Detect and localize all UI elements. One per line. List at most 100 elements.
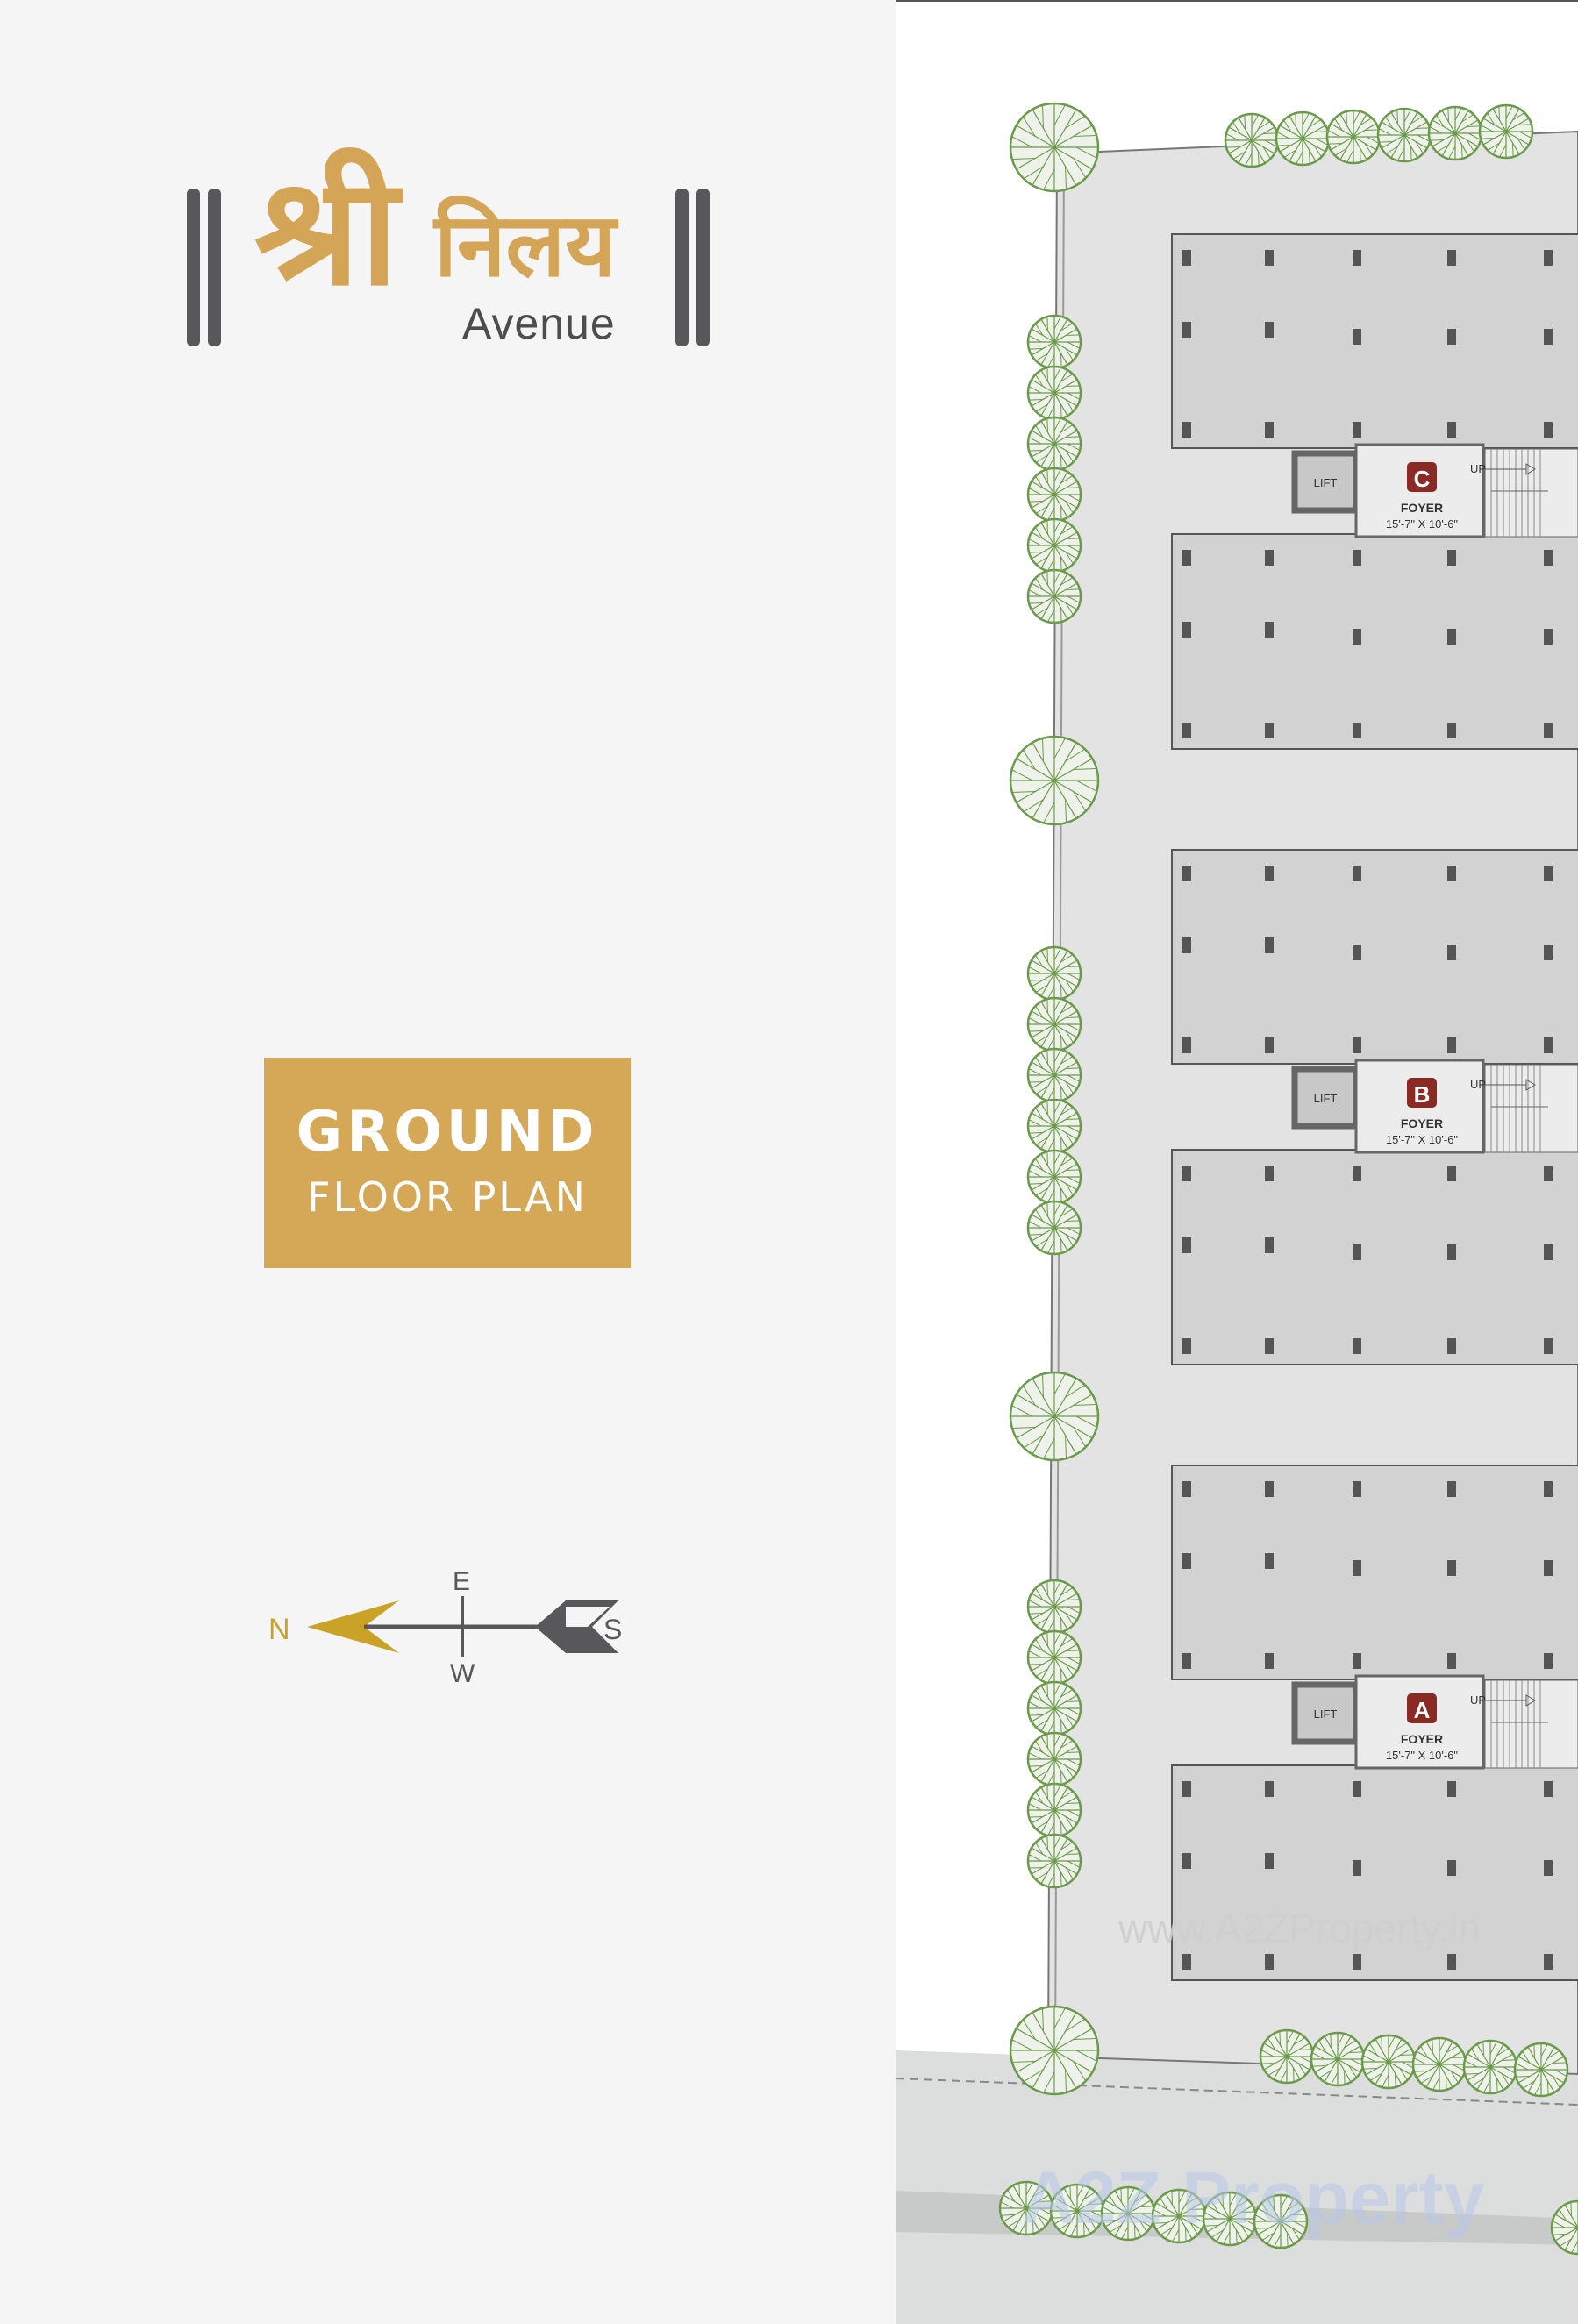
column — [1353, 629, 1361, 645]
column — [1265, 1553, 1274, 1569]
wing-letter: A — [1414, 1697, 1431, 1723]
project-logo: श्री निलय Avenue — [180, 158, 715, 360]
plan-title-line1: GROUND — [296, 1100, 599, 1165]
column — [1447, 329, 1456, 345]
column — [1265, 1166, 1274, 1181]
column — [1447, 1244, 1456, 1260]
column — [1544, 422, 1553, 438]
column — [1182, 1553, 1191, 1569]
lift-shaft — [1291, 450, 1360, 514]
column — [1544, 1244, 1553, 1260]
column — [1353, 1560, 1361, 1576]
column — [1447, 250, 1456, 266]
column — [1182, 422, 1191, 438]
column — [1265, 622, 1274, 638]
column — [1182, 622, 1191, 638]
column — [1182, 1653, 1191, 1669]
staircase — [1484, 1064, 1578, 1153]
column — [1353, 329, 1361, 345]
tree-icon — [1026, 945, 1082, 1002]
lift-label: LIFT — [1314, 476, 1338, 489]
column — [1265, 866, 1274, 881]
staircase — [1484, 448, 1578, 538]
column — [1353, 1860, 1361, 1876]
column — [1182, 1037, 1191, 1053]
tree-icon — [1275, 110, 1331, 167]
tree-icon — [1026, 1731, 1082, 1787]
column — [1265, 550, 1274, 566]
column — [1353, 866, 1361, 881]
logo-bar — [675, 189, 689, 346]
column — [1544, 1166, 1553, 1181]
column — [1265, 1338, 1274, 1354]
column — [1447, 1037, 1456, 1053]
column — [1182, 937, 1191, 953]
column — [1447, 945, 1456, 960]
column — [1353, 1166, 1361, 1181]
column — [1544, 723, 1553, 738]
column — [1353, 1338, 1361, 1354]
foyer-label: FOYER — [1401, 501, 1443, 515]
column — [1447, 723, 1456, 738]
watermark-logo: A2Z Property — [1022, 2156, 1485, 2239]
column — [1447, 866, 1456, 881]
logo-nilay: निलय — [434, 194, 617, 296]
tree-icon — [1478, 103, 1534, 160]
tree-icon — [1026, 365, 1082, 421]
tree-icon — [1513, 2042, 1569, 2098]
tree-icon — [1026, 1833, 1082, 1889]
tree-icon — [1411, 2036, 1467, 2092]
column — [1447, 629, 1456, 645]
column — [1265, 1481, 1274, 1497]
column — [1447, 1653, 1456, 1669]
column — [1353, 1481, 1361, 1497]
column — [1544, 1037, 1553, 1053]
column — [1353, 422, 1361, 438]
column — [1265, 1954, 1274, 1970]
tree-icon — [1026, 1149, 1082, 1205]
column — [1353, 1037, 1361, 1053]
logo-bar — [208, 189, 221, 346]
column — [1447, 1338, 1456, 1354]
foyer-label: FOYER — [1401, 1116, 1443, 1130]
compass-south: S — [603, 1614, 622, 1645]
north-arrow — [307, 1600, 399, 1653]
staircase — [1484, 1679, 1578, 1769]
column — [1353, 945, 1361, 960]
tree-icon — [1026, 467, 1082, 523]
lift-label: LIFT — [1314, 1092, 1338, 1105]
foyer-label: FOYER — [1401, 1732, 1443, 1746]
column — [1182, 1954, 1191, 1970]
column — [1544, 1954, 1553, 1970]
shop-block — [1171, 233, 1578, 449]
foyer-size: 15'-7" X 10'-6" — [1386, 517, 1459, 531]
tree-icon — [1202, 2191, 1258, 2247]
compass-icon: N E W S — [268, 1567, 622, 1688]
column — [1447, 1860, 1456, 1876]
stair-up-label: UP — [1470, 462, 1486, 475]
column — [1265, 250, 1274, 266]
column — [1353, 550, 1361, 566]
tree-icon — [1026, 568, 1082, 624]
tree-icon — [1026, 1098, 1082, 1154]
tree-icon — [1100, 2185, 1156, 2242]
tree-icon — [1026, 996, 1082, 1052]
column — [1353, 1244, 1361, 1260]
column — [1353, 1954, 1361, 1970]
tree-icon — [1310, 2031, 1366, 2087]
tree-icon — [1259, 2028, 1315, 2085]
column — [1265, 1781, 1274, 1797]
column — [1447, 1481, 1456, 1497]
column — [1544, 1781, 1553, 1797]
column — [1182, 322, 1191, 338]
column — [1544, 250, 1553, 266]
logo-bar — [696, 189, 710, 346]
watermark-url: www.A2ZProperty.in — [1117, 1906, 1481, 1951]
tree-icon — [1009, 2005, 1100, 2096]
column — [1182, 1338, 1191, 1354]
column — [1182, 1481, 1191, 1497]
shop-block — [1171, 1149, 1578, 1365]
shop-block — [1171, 1764, 1578, 1981]
tree-icon — [1253, 2193, 1309, 2249]
